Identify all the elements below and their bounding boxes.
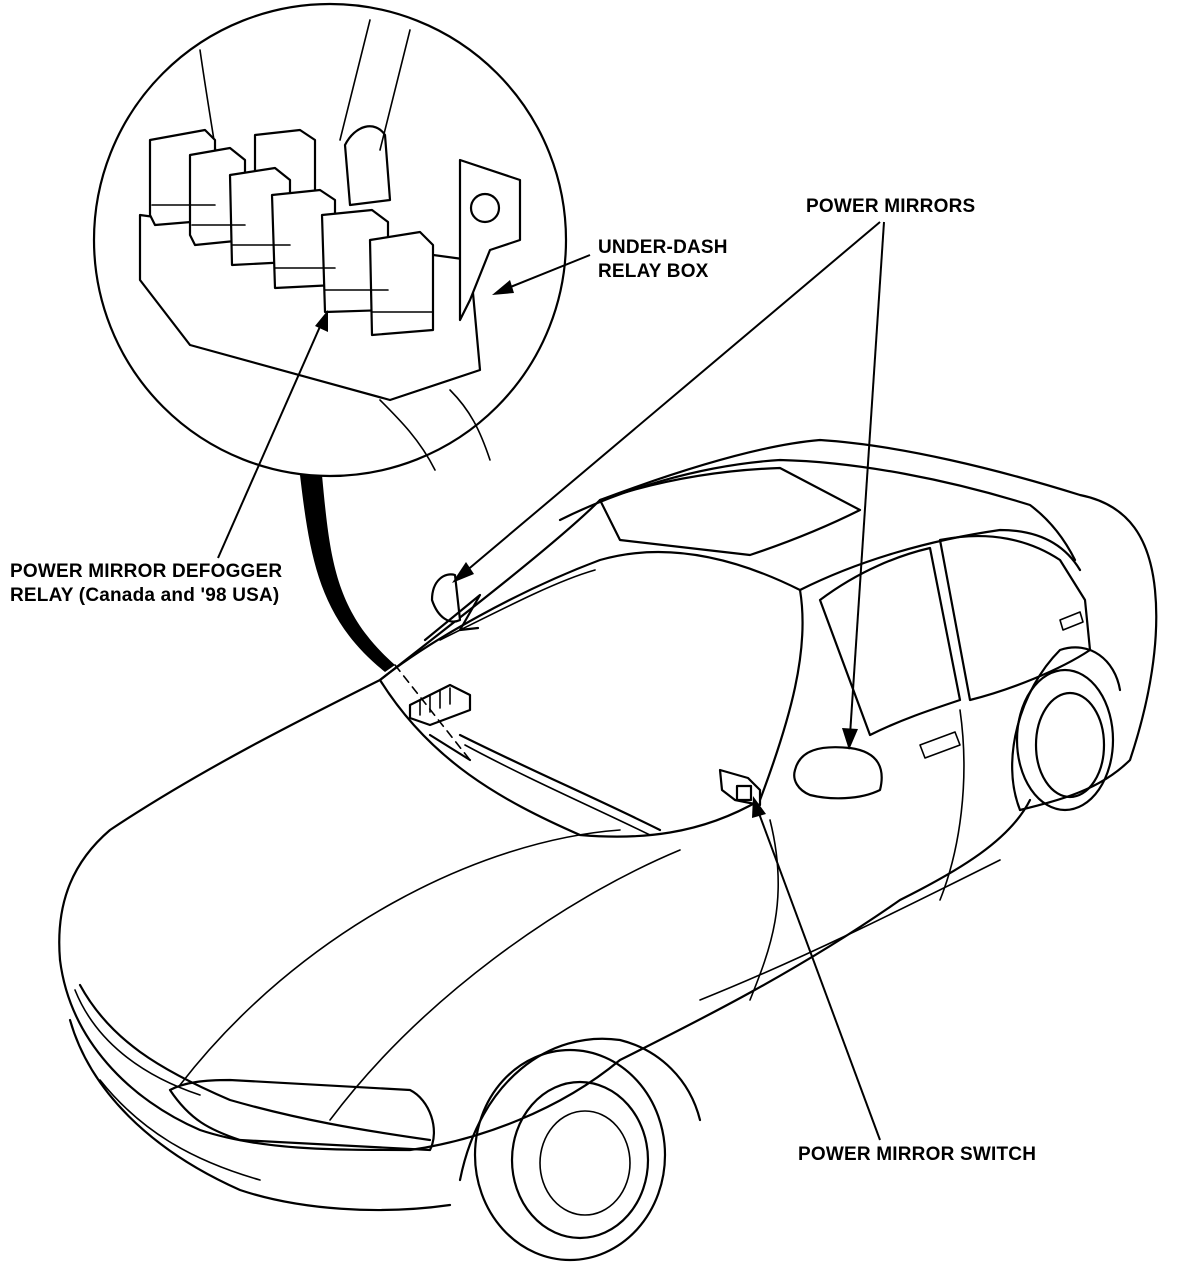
- leader-lines: [217, 221, 885, 1141]
- label-power-mirror-switch-text: POWER MIRROR SWITCH: [798, 1144, 1037, 1165]
- car-illustration: [58, 438, 1158, 1262]
- label-power-mirrors-text: POWER MIRRORS: [806, 196, 976, 217]
- label-defogger-line1: POWER MIRROR DEFOGGER: [10, 561, 283, 582]
- label-power-mirrors: POWER MIRRORS: [806, 195, 975, 219]
- label-defogger-relay: POWER MIRROR DEFOGGER RELAY (Canada and …: [10, 560, 282, 608]
- label-under-dash-line2: RELAY BOX: [598, 261, 709, 282]
- relay-box-inset: [92, 2, 568, 478]
- label-under-dash-line1: UNDER-DASH: [598, 237, 728, 258]
- relay-group: [148, 128, 435, 337]
- inset-connector: [300, 475, 395, 672]
- label-under-dash-relay-box: UNDER-DASH RELAY BOX: [598, 236, 728, 284]
- label-power-mirror-switch: POWER MIRROR SWITCH: [798, 1143, 1036, 1167]
- label-defogger-line2: RELAY (Canada and '98 USA): [10, 585, 280, 606]
